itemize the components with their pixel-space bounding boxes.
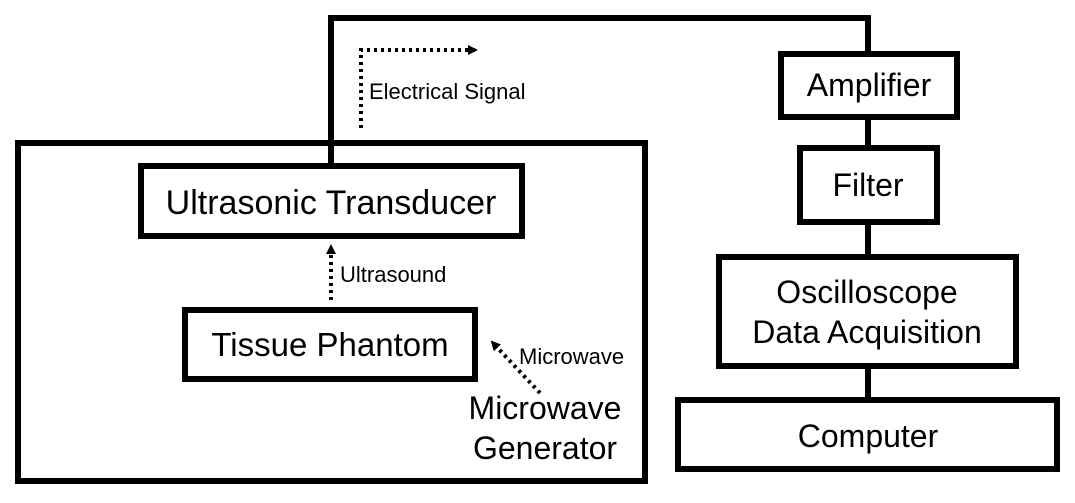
oscilloscope-box [716, 254, 1019, 369]
microwave-label: Microwave [519, 344, 624, 369]
oscilloscope-label-line1: Oscilloscope [776, 274, 957, 310]
filter-label: Filter [832, 167, 903, 203]
amplifier-box [778, 51, 960, 120]
electrical-signal-arrow [359, 45, 478, 128]
oscilloscope-label-line2: Data Acquisition [752, 314, 981, 350]
electrical-signal-label: Electrical Signal [369, 79, 526, 104]
ultrasound-label: Ultrasound [340, 262, 446, 287]
microwave-generator-label-line1: Microwave [469, 390, 622, 426]
filter-box [797, 145, 940, 225]
computer-label: Computer [798, 418, 939, 454]
ultrasonic-transducer-box [138, 163, 525, 239]
tissue-phantom-box [182, 307, 478, 382]
tissue-phantom-label: Tissue Phantom [211, 326, 448, 363]
amplifier-label: Amplifier [807, 67, 932, 103]
experiment-enclosure [15, 140, 648, 484]
microwave-arrow [490, 340, 542, 395]
transducer-to-amplifier-wire [328, 15, 871, 165]
computer-box [675, 397, 1060, 472]
microwave-generator-label-line2: Generator [473, 430, 617, 466]
ultrasonic-transducer-label: Ultrasonic Transducer [166, 184, 497, 222]
